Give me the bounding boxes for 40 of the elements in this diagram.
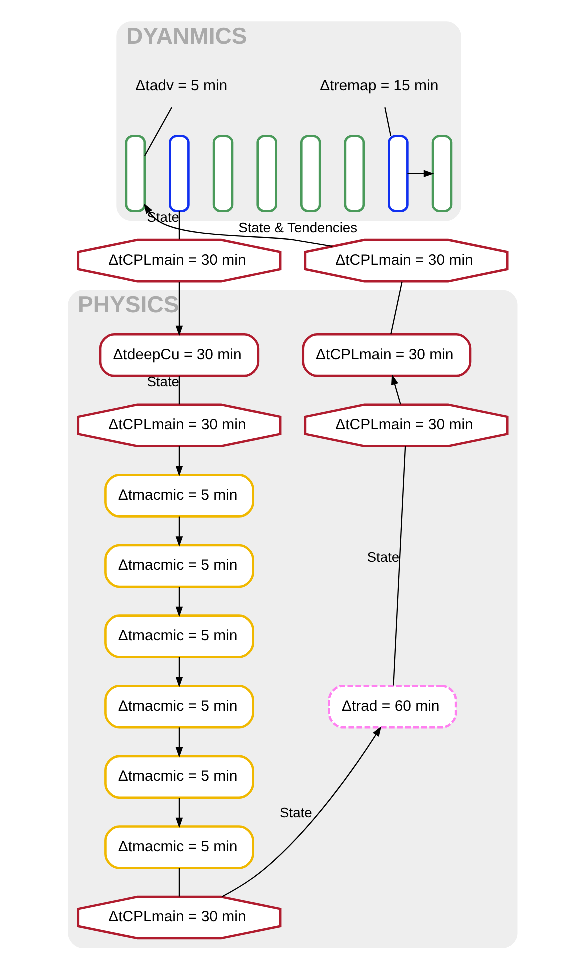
arrow — [175, 587, 183, 618]
arrow — [175, 798, 183, 828]
arrow — [175, 657, 183, 688]
node-text: Δtadv = 5 min — [135, 78, 228, 95]
node-box: Δtmacmic = 5 min — [104, 614, 254, 658]
node-bar — [431, 135, 452, 212]
edge-label: State — [280, 804, 312, 820]
arrow — [175, 282, 183, 336]
node-bar — [168, 135, 190, 212]
arrow — [391, 374, 401, 405]
arrow — [407, 170, 434, 178]
node-bar — [388, 135, 408, 212]
node-box: Δtmacmic = 5 min — [104, 826, 254, 870]
arrow — [175, 446, 183, 477]
connector — [384, 107, 392, 136]
edge-label: State & Tendencies — [238, 219, 358, 236]
node-bar — [344, 135, 365, 212]
arrow — [175, 516, 183, 547]
node-box: Δtmacmic = 5 min — [104, 684, 254, 729]
node-text: Δtremap = 15 min — [320, 78, 438, 95]
node-bar — [256, 135, 277, 212]
node-box: Δtrad = 60 min — [328, 684, 457, 729]
node-box: Δtmacmic = 5 min — [104, 474, 254, 518]
connector — [144, 107, 172, 156]
arrow — [144, 204, 332, 248]
node-bar — [124, 135, 146, 212]
connector — [178, 211, 180, 240]
connector — [392, 446, 406, 686]
edge-label: State — [366, 549, 400, 566]
node-box: Δtmacmic = 5 min — [104, 544, 254, 588]
node-box: ΔtdeepCu = 30 min — [98, 333, 260, 378]
arrow — [221, 726, 382, 898]
node-box: Δtmacmic = 5 min — [104, 755, 254, 800]
connector — [178, 376, 180, 405]
connector — [178, 868, 180, 897]
arrow — [175, 728, 183, 758]
node-bar — [300, 135, 321, 212]
connector — [390, 282, 402, 335]
node-bar — [212, 135, 234, 212]
node-box: ΔtCPLmain = 30 min — [302, 333, 472, 378]
